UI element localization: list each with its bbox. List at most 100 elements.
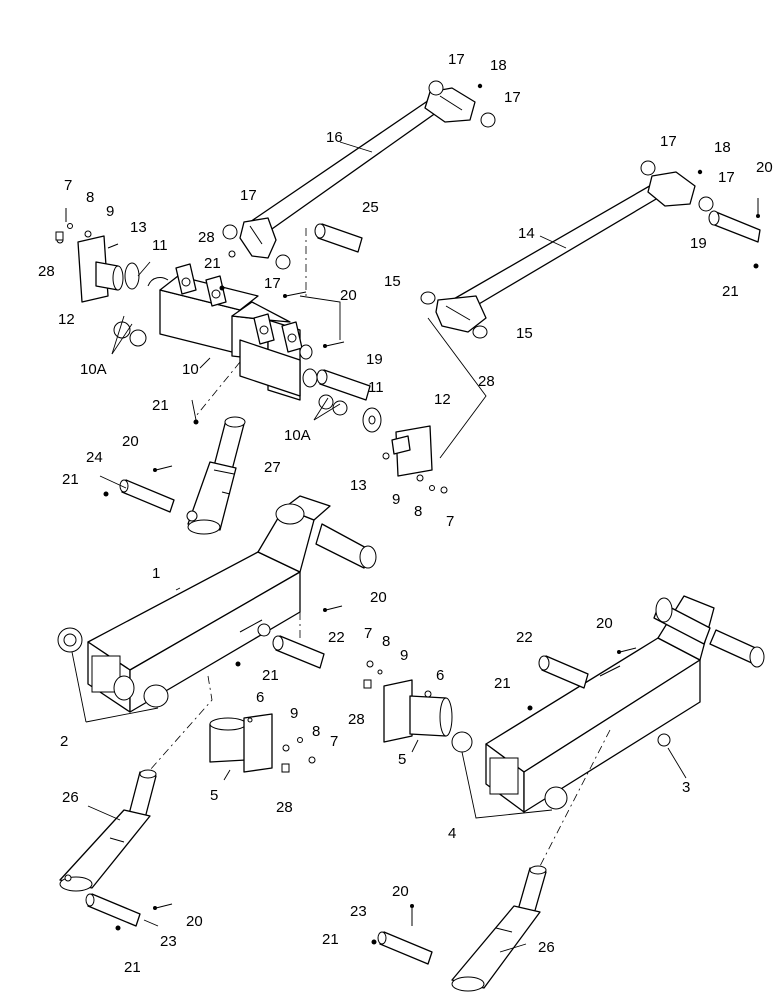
callout-19: 19 — [366, 351, 383, 368]
bushings-2 — [57, 627, 169, 708]
mount-plate-5-left — [209, 713, 273, 773]
callout-28: 28 — [38, 263, 55, 280]
callout-11: 11 — [368, 379, 384, 396]
callout-20: 20 — [756, 159, 773, 176]
mount-plate-12-left — [55, 208, 139, 303]
callout-13: 13 — [350, 477, 367, 494]
callout-17: 17 — [504, 89, 521, 106]
callout-21: 21 — [722, 283, 739, 300]
callout-15: 15 — [384, 273, 401, 290]
callout-7: 7 — [64, 177, 72, 194]
callout-17: 17 — [660, 133, 677, 150]
callout-26: 26 — [538, 939, 555, 956]
callout-21: 21 — [262, 667, 279, 684]
callout-20: 20 — [122, 433, 139, 450]
callout-7: 7 — [446, 513, 454, 530]
callout-21: 21 — [322, 931, 339, 948]
callout-1: 1 — [152, 565, 160, 582]
cylinder-26-right — [451, 865, 547, 992]
pin-19-mid — [316, 369, 371, 401]
callout-23: 23 — [350, 903, 367, 920]
callout-17: 17 — [264, 275, 281, 292]
bushings-10a-right — [318, 394, 348, 416]
callout-labels: 17 18 17 16 17 18 20 17 7 8 9 17 25 13 2… — [38, 51, 773, 976]
callout-11: 11 — [152, 237, 168, 254]
callout-24: 24 — [86, 449, 103, 466]
callout-25: 25 — [362, 199, 379, 216]
callout-4: 4 — [448, 825, 456, 842]
callout-12: 12 — [58, 311, 75, 328]
callout-21: 21 — [152, 397, 169, 414]
callout-21: 21 — [494, 675, 511, 692]
callout-20: 20 — [596, 615, 613, 632]
link-arm-16 — [239, 87, 476, 259]
callout-28: 28 — [276, 799, 293, 816]
callout-28: 28 — [348, 711, 365, 728]
callout-17: 17 — [718, 169, 735, 186]
pin-23-left — [85, 893, 141, 927]
callout-10a: 10A — [284, 427, 311, 444]
bushing-17-top — [222, 80, 496, 270]
callout-27: 27 — [264, 459, 281, 476]
callout-10a: 10A — [80, 361, 107, 378]
leader-lines — [71, 141, 687, 953]
callout-19: 19 — [690, 235, 707, 252]
cylinder-26-left — [59, 769, 157, 892]
bolts-hardware — [103, 250, 637, 945]
pin-23-right — [377, 931, 433, 965]
callout-12: 12 — [434, 391, 451, 408]
bushings-4 — [451, 731, 568, 810]
callout-9: 9 — [392, 491, 400, 508]
callout-17: 17 — [448, 51, 465, 68]
callout-20: 20 — [392, 883, 409, 900]
main-arm-1 — [87, 495, 377, 713]
callout-6: 6 — [436, 667, 444, 684]
callout-28: 28 — [478, 373, 495, 390]
callout-9: 9 — [400, 647, 408, 664]
link-arm-14 — [435, 171, 696, 333]
hardware-lower-middle — [281, 737, 316, 773]
callout-9: 9 — [106, 203, 114, 220]
callout-8: 8 — [382, 633, 390, 650]
callout-26: 26 — [62, 789, 79, 806]
callout-7: 7 — [330, 733, 338, 750]
callout-22: 22 — [516, 629, 533, 646]
pin-25 — [314, 223, 363, 253]
callout-10: 10 — [182, 361, 199, 378]
callout-9: 9 — [290, 705, 298, 722]
callout-5: 5 — [398, 751, 406, 768]
cylinder-27 — [186, 416, 246, 535]
pin-22-left — [272, 635, 325, 669]
callout-21: 21 — [124, 959, 141, 976]
callout-20: 20 — [340, 287, 357, 304]
bushing-17-right — [420, 160, 714, 339]
callout-2: 2 — [60, 733, 68, 750]
callout-21: 21 — [62, 471, 79, 488]
callout-20: 20 — [370, 589, 387, 606]
callout-3: 3 — [682, 779, 690, 796]
mount-plate-5-right — [363, 660, 453, 743]
mount-plate-12-right — [382, 425, 448, 494]
callout-18: 18 — [714, 139, 731, 156]
callout-18: 18 — [490, 57, 507, 74]
callout-21: 21 — [204, 255, 221, 272]
pin-22-right — [538, 655, 589, 689]
pin-24 — [119, 479, 175, 513]
callout-22: 22 — [328, 629, 345, 646]
bushings-10a-left — [113, 321, 147, 347]
callout-23: 23 — [160, 933, 177, 950]
callout-17: 17 — [240, 187, 257, 204]
callout-16: 16 — [326, 129, 343, 146]
callout-8: 8 — [312, 723, 320, 740]
main-arm-3 — [485, 595, 765, 813]
callout-28: 28 — [198, 229, 215, 246]
washer-11-right — [362, 407, 382, 433]
cross-frame-10 — [147, 263, 318, 401]
callout-14: 14 — [518, 225, 535, 242]
washer-11-left — [124, 262, 140, 290]
callout-5: 5 — [210, 787, 218, 804]
pin-19-top — [708, 198, 761, 269]
callout-13: 13 — [130, 219, 147, 236]
